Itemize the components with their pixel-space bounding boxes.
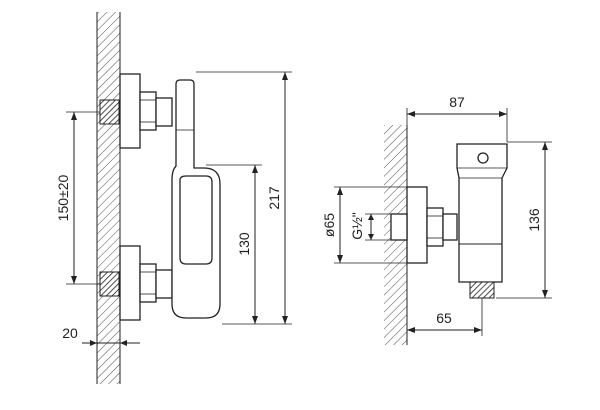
wall-hatch-front bbox=[97, 12, 120, 384]
dim-flange-diameter: ø65 bbox=[321, 213, 337, 237]
dim-depth: 87 bbox=[449, 94, 465, 110]
front-view: 150±20 20 217 130 bbox=[55, 12, 292, 384]
side-flange bbox=[406, 186, 428, 264]
dim-outlet-offset: 65 bbox=[436, 310, 452, 326]
lower-flange bbox=[119, 245, 141, 321]
upper-thread bbox=[99, 99, 120, 125]
dim-connection-spacing: 150±20 bbox=[55, 174, 71, 221]
dim-total-height: 217 bbox=[266, 186, 282, 210]
dim-lower-height: 130 bbox=[236, 232, 252, 256]
outlet-thread bbox=[469, 281, 495, 299]
upper-flange bbox=[119, 73, 141, 149]
lower-thread bbox=[99, 271, 120, 297]
dim-thread: G½" bbox=[349, 212, 365, 240]
dim-side-height: 136 bbox=[526, 208, 542, 232]
side-body bbox=[456, 143, 508, 283]
dim-wall-thickness: 20 bbox=[62, 325, 78, 341]
side-view: 87 ø65 G½" 136 65 bbox=[321, 94, 552, 345]
